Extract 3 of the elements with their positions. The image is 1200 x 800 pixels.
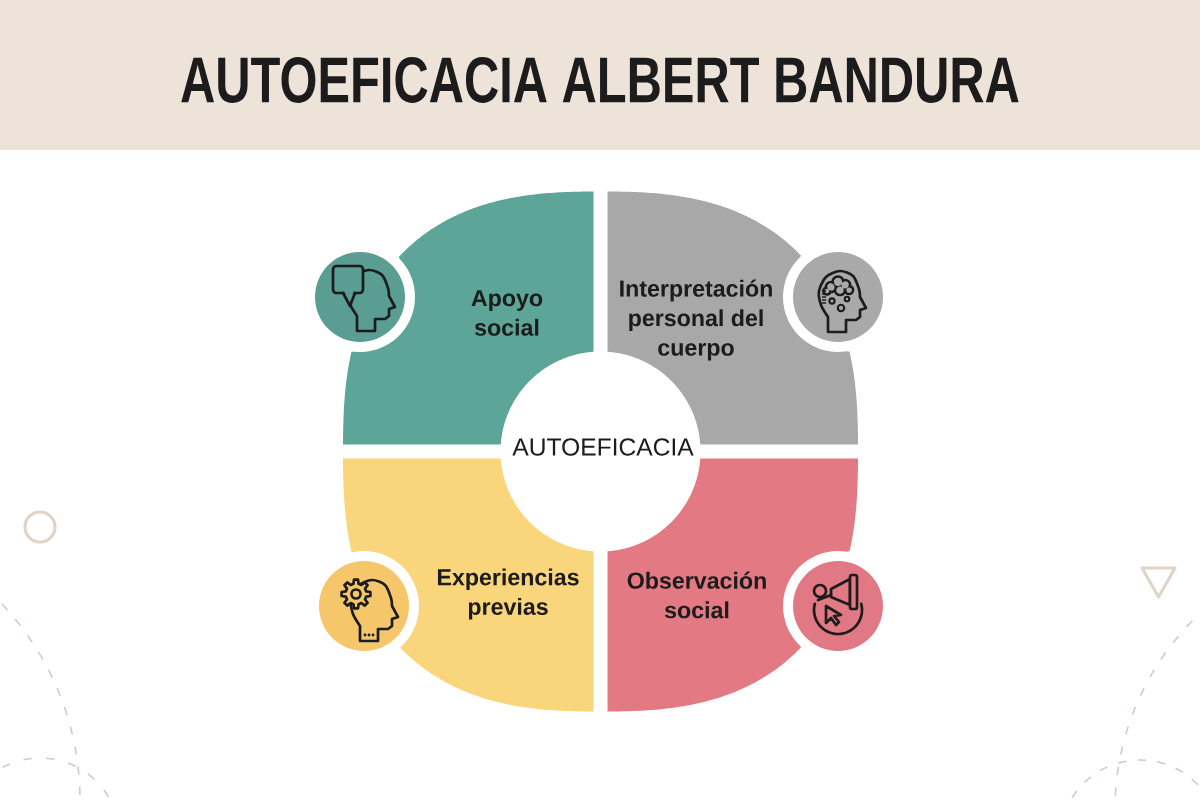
quadrant-segment: Experiencias previas <box>343 458 594 712</box>
quadrant-segment: Observación social <box>607 458 858 712</box>
title: AUTOEFICACIA ALBERT BANDURA <box>181 57 1019 103</box>
